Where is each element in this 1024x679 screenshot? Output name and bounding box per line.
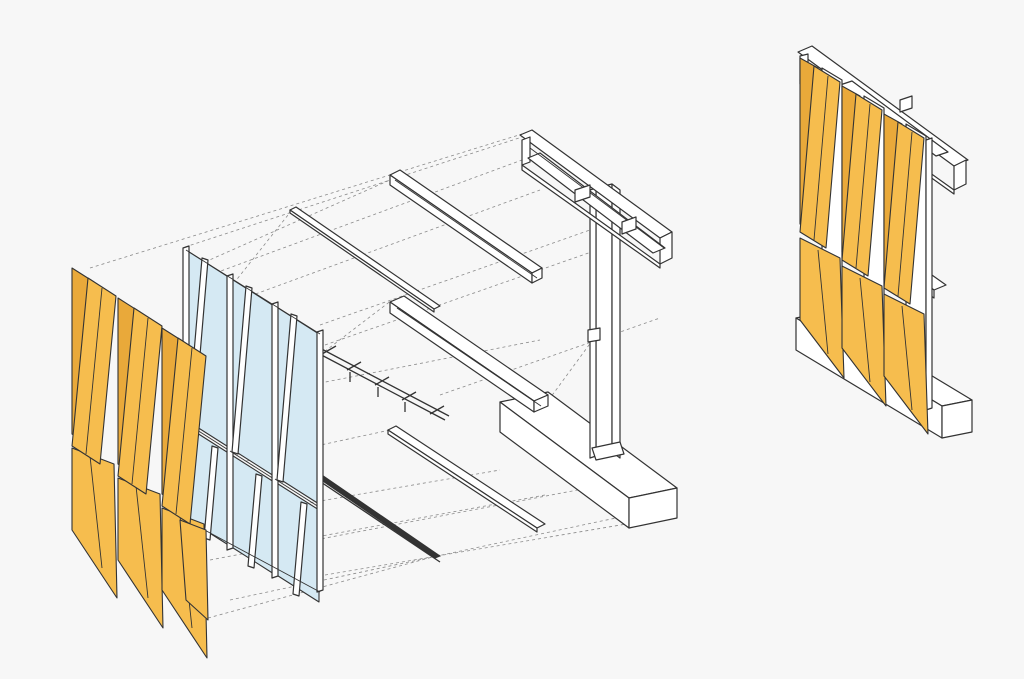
steel-column	[587, 183, 625, 461]
top-plate	[289, 206, 441, 313]
projection-line	[204, 179, 391, 263]
arm-rail	[311, 349, 446, 421]
projection-line	[439, 317, 661, 396]
head-line	[185, 249, 321, 335]
projection-line	[229, 504, 678, 601]
assembled-axonometric	[795, 45, 973, 439]
lower-fin	[117, 477, 164, 629]
fin-fold	[855, 103, 871, 269]
lower-fin-edge	[179, 519, 209, 621]
fin-fold	[859, 277, 871, 383]
fin-fold	[175, 347, 193, 515]
mullion	[271, 301, 279, 579]
steel-girder	[519, 129, 673, 269]
mullion	[226, 273, 234, 551]
transom-beam	[389, 295, 549, 413]
head-channel	[389, 169, 543, 284]
assembled-upper-fin-front	[799, 65, 841, 249]
fin-fold	[89, 455, 103, 569]
fin-fold	[817, 249, 829, 355]
mullion	[316, 329, 324, 593]
projection-line	[319, 229, 591, 326]
transom-line	[274, 478, 320, 508]
projection-line	[89, 133, 523, 269]
assembled-lower-fin	[799, 237, 845, 379]
diagonal-mullion	[247, 473, 263, 569]
perforated-metal-fins	[71, 267, 209, 659]
assembled-lower-fin	[883, 293, 929, 435]
projection-line	[184, 136, 523, 248]
diagonal-mullion	[203, 445, 219, 541]
projection-line	[319, 299, 393, 356]
assembled-lower-fin	[841, 265, 887, 407]
arm-brackets	[321, 345, 445, 415]
transom-line	[229, 450, 275, 480]
fin-fold	[901, 305, 913, 411]
sill-line	[185, 519, 321, 593]
projection-line	[209, 159, 523, 276]
assembled-upper-fin-front	[841, 93, 883, 277]
assembled-upper-fin-front	[883, 121, 925, 305]
concrete-curb	[499, 391, 678, 529]
diagonal-mullion	[276, 313, 298, 483]
projection-line	[209, 479, 631, 561]
projection-line	[324, 249, 598, 346]
projection-line	[229, 209, 293, 289]
fin-fold	[897, 131, 913, 297]
diagonal-mullion	[231, 285, 253, 455]
fin-fold	[85, 287, 103, 455]
fin-fold	[131, 317, 149, 485]
fin-fold	[813, 75, 829, 241]
projection-line	[324, 519, 651, 576]
lower-fin	[71, 447, 118, 599]
steel-column-and-girder	[499, 129, 678, 529]
projection-line	[207, 554, 441, 619]
fin-support-arms	[311, 345, 450, 421]
bottom-plate	[387, 425, 546, 533]
assembled-edge-mullion	[925, 137, 933, 411]
fin-fold	[135, 485, 149, 599]
diagonal-mullion	[292, 501, 308, 597]
assembled-fins	[799, 57, 929, 435]
